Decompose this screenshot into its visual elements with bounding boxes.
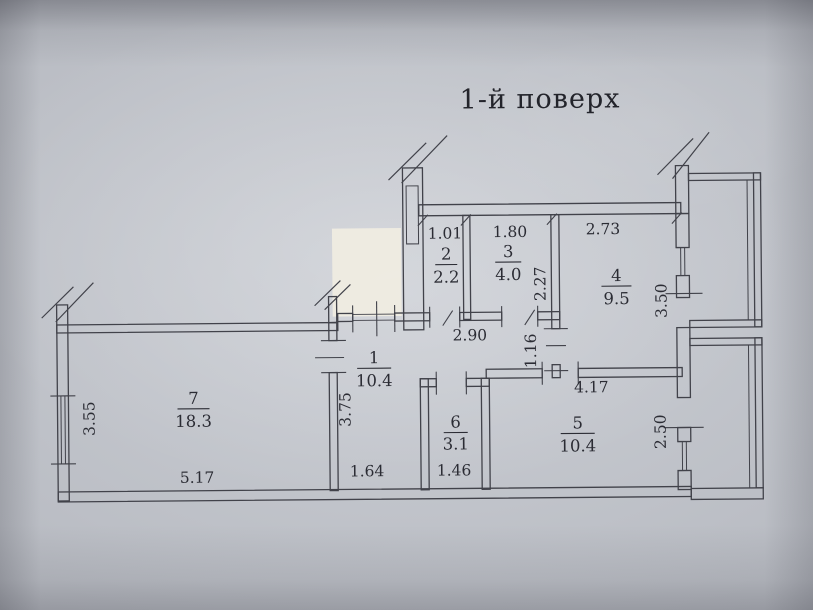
room1-number: 1 xyxy=(369,348,380,367)
whiteout-patch xyxy=(331,227,402,317)
tick-marks xyxy=(50,212,704,465)
outer-wall-right xyxy=(674,164,692,491)
wall-room3-room4 xyxy=(550,213,561,379)
room6-walls xyxy=(419,377,491,491)
dim-top-seg1: 1.01 xyxy=(428,224,463,242)
dim-top-seg2: 1.80 xyxy=(493,223,528,241)
dim-room4-height: 3.50 xyxy=(652,283,670,318)
room4-area: 9.5 xyxy=(603,289,629,308)
dim-passage-width: 1.16 xyxy=(522,334,540,369)
room6-number: 6 xyxy=(450,412,461,431)
top-wall xyxy=(418,201,682,217)
room2-area: 2.2 xyxy=(433,267,459,286)
outer-wall-bottom xyxy=(57,485,692,503)
window-room5 xyxy=(677,440,692,472)
room5-area: 10.4 xyxy=(559,436,596,455)
room4-number: 4 xyxy=(611,266,622,285)
room5-number: 5 xyxy=(572,413,583,432)
room7-number: 7 xyxy=(188,389,199,408)
wall-break-icon xyxy=(388,135,448,184)
room-label-7: 7 18.3 xyxy=(175,389,212,431)
dim-room7-height: 3.55 xyxy=(80,401,98,436)
outer-wall-left xyxy=(55,304,70,502)
dim-room5-height: 2.50 xyxy=(652,414,670,449)
wall-break-icon xyxy=(314,280,351,311)
balcony-bottom xyxy=(689,337,764,501)
room-label-4: 4 9.5 xyxy=(601,266,632,308)
window-room7 xyxy=(57,395,69,465)
dim-room3-height: 2.27 xyxy=(531,266,549,301)
dim-top-seg3: 2.73 xyxy=(586,220,621,238)
wall-room4-room5 xyxy=(485,366,683,379)
room-label-5: 5 10.4 xyxy=(559,413,596,455)
balcony-top xyxy=(687,172,763,329)
room-label-2: 2 2.2 xyxy=(433,245,459,287)
shaft-wall xyxy=(401,167,425,331)
room1-area: 10.4 xyxy=(356,371,393,390)
wall-break-icon xyxy=(657,131,710,179)
window-room4 xyxy=(676,246,690,277)
dim-hall-height: 3.75 xyxy=(336,392,354,427)
room7-top-wall xyxy=(56,321,339,334)
room-label-3: 3 4.0 xyxy=(495,242,521,284)
dim-room7-width: 5.17 xyxy=(180,469,215,487)
wall-break-icon xyxy=(41,282,94,323)
room2-number: 2 xyxy=(441,245,452,264)
room7-area: 18.3 xyxy=(175,412,212,431)
dim-room5-width: 4.17 xyxy=(574,378,609,396)
dim-hall-low-width: 1.64 xyxy=(350,462,385,480)
room-label-6: 6 3.1 xyxy=(443,412,469,453)
room3-area: 4.0 xyxy=(495,265,521,284)
dim-room6-width: 1.46 xyxy=(437,461,472,479)
room6-area: 3.1 xyxy=(443,434,469,453)
dim-hall-width: 2.90 xyxy=(453,326,488,344)
wall-room2-room3 xyxy=(462,214,472,321)
room3-number: 3 xyxy=(503,242,514,261)
room-label-1: 1 10.4 xyxy=(356,348,393,390)
